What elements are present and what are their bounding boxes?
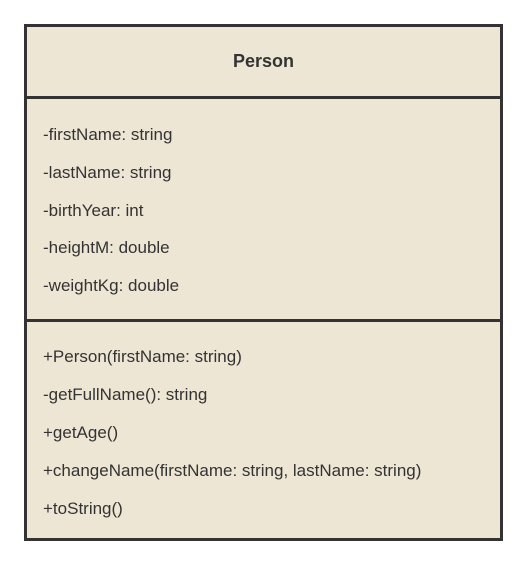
attribute-firstname: -firstName: string: [43, 125, 173, 144]
attributes-compartment: -firstName: string -lastName: string -bi…: [27, 99, 500, 322]
attribute-heightm: -heightM: double: [43, 238, 170, 257]
method-changename: +changeName(firstName: string, lastName:…: [43, 461, 422, 480]
methods-compartment: +Person(firstName: string) -getFullName(…: [27, 322, 500, 538]
class-name: Person: [232, 51, 295, 71]
attribute-birthyear: -birthYear: int: [43, 201, 144, 220]
attribute-weightkg: -weightKg: double: [43, 276, 180, 295]
method-person-constructor: +Person(firstName: string): [43, 347, 242, 366]
uml-class-box[interactable]: Person -firstName: string -lastName: str…: [24, 24, 503, 541]
method-getfullname: -getFullName(): string: [43, 385, 208, 404]
method-tostring: +toString(): [43, 499, 123, 518]
class-name-compartment: Person: [27, 27, 500, 99]
attribute-lastname: -lastName: string: [43, 163, 172, 182]
method-getage: +getAge(): [43, 423, 119, 442]
